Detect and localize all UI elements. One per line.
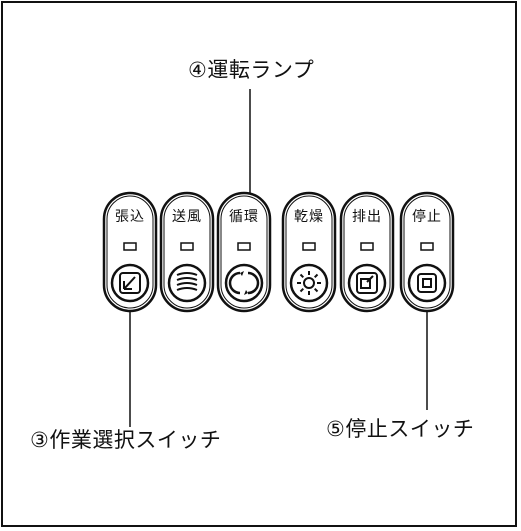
work-select-switch-callout: ③作業選択スイッチ bbox=[30, 428, 222, 452]
module-outline bbox=[399, 191, 455, 313]
module-outline bbox=[159, 191, 215, 313]
drying-icon[interactable] bbox=[291, 265, 327, 301]
module-outline bbox=[216, 191, 272, 313]
load-icon[interactable] bbox=[112, 265, 148, 301]
lamp-indicator bbox=[180, 242, 194, 251]
module-label: 循環 bbox=[229, 209, 259, 225]
panel-module-load: 張込 bbox=[102, 191, 158, 313]
lamp-indicator bbox=[420, 242, 434, 251]
module-outline bbox=[281, 191, 337, 313]
circulation-icon[interactable] bbox=[226, 265, 262, 301]
panel-module-air-blow: 送風 bbox=[159, 191, 215, 313]
module-outline bbox=[102, 191, 158, 313]
lamp-indicator bbox=[302, 242, 316, 251]
module-label: 排出 bbox=[352, 209, 382, 225]
module-label: 停止 bbox=[412, 209, 442, 225]
module-outline bbox=[339, 191, 395, 313]
module-label: 張込 bbox=[115, 209, 145, 225]
module-label: 乾燥 bbox=[294, 209, 324, 225]
air-blow-icon[interactable] bbox=[169, 265, 205, 301]
run-lamp-callout: ④運転ランプ bbox=[188, 58, 315, 82]
lamp-indicator bbox=[123, 242, 137, 251]
stop-switch-callout: ⑤停止スイッチ bbox=[326, 417, 475, 441]
stop-icon[interactable] bbox=[409, 265, 445, 301]
panel-module-stop: 停止 bbox=[399, 191, 455, 313]
lamp-indicator bbox=[237, 242, 251, 251]
panel-module-discharge: 排出 bbox=[339, 191, 395, 313]
discharge-icon[interactable] bbox=[349, 265, 385, 301]
panel-module-circulation: 循環 bbox=[216, 191, 272, 313]
lamp-indicator bbox=[360, 242, 374, 251]
panel-module-drying: 乾燥 bbox=[281, 191, 337, 313]
module-label: 送風 bbox=[172, 209, 202, 225]
